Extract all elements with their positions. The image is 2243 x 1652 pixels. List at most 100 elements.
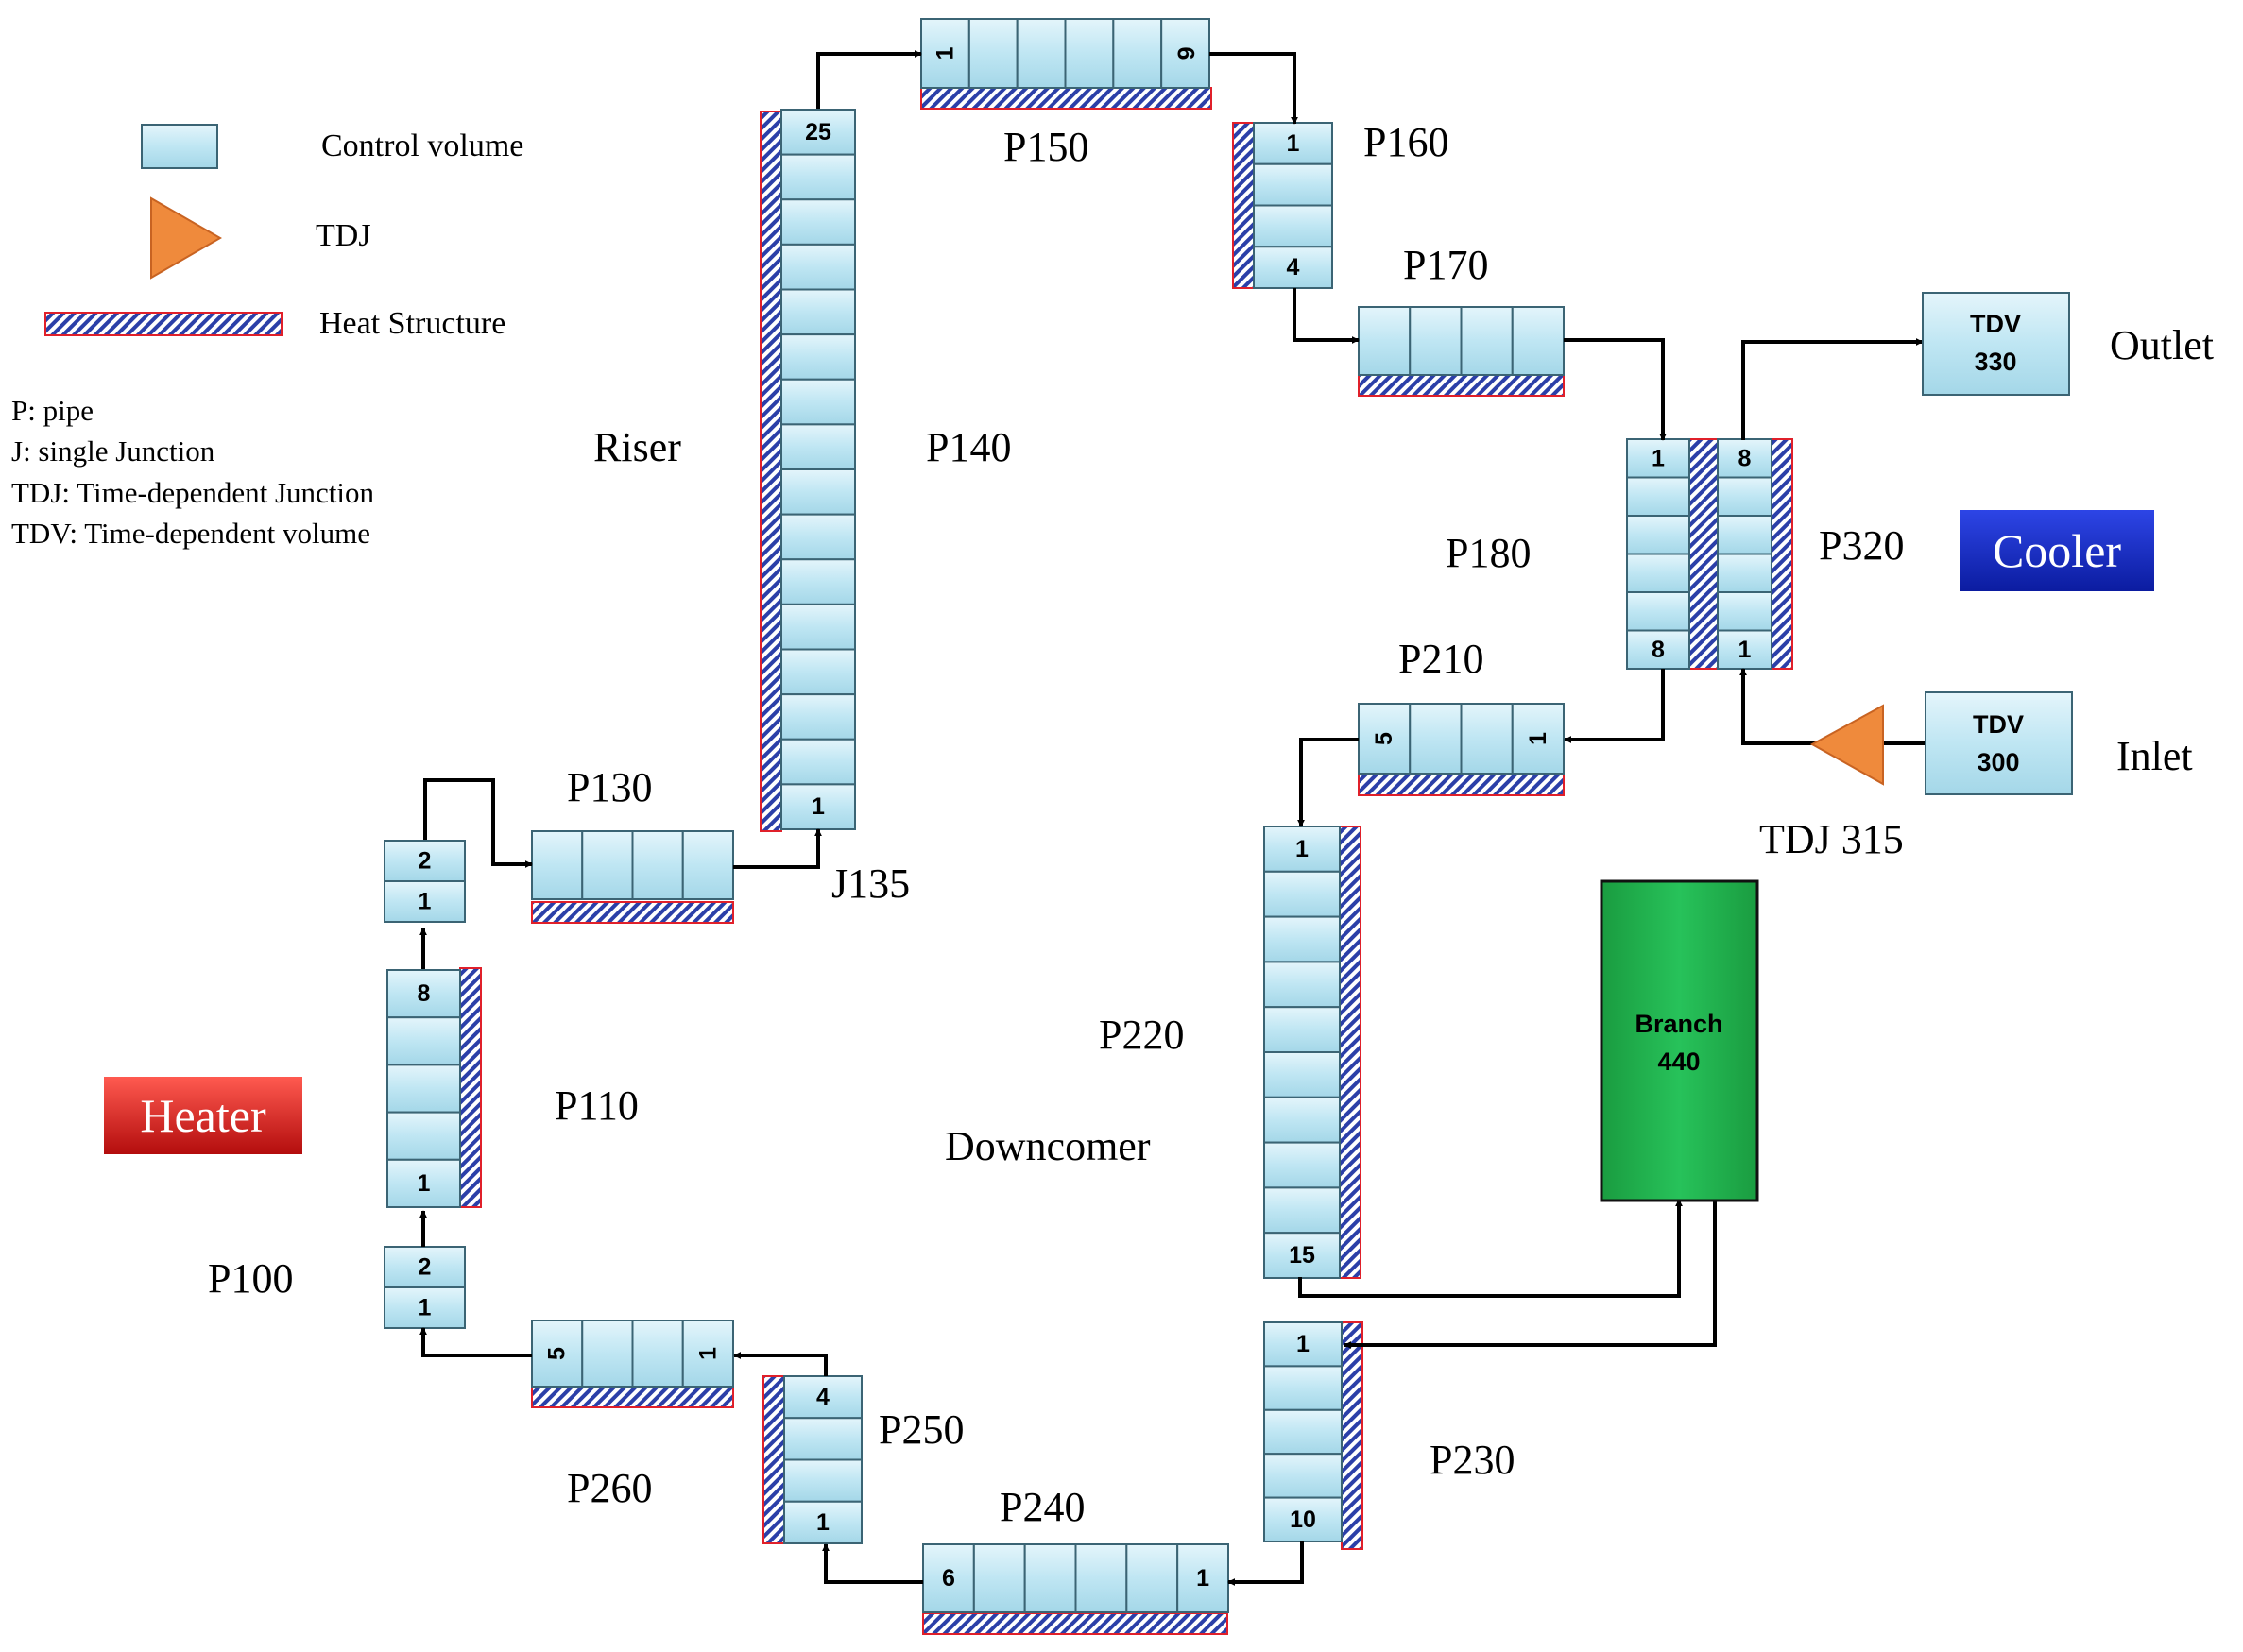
- cell-number-label: 25: [805, 119, 831, 145]
- tdj-315-icon: [1809, 704, 1884, 786]
- control-volume-cell: [681, 830, 734, 900]
- arrow-p120-to-p130: [423, 778, 533, 868]
- label-downcomer: Downcomer: [945, 1123, 1151, 1169]
- control-volume-cell: [1253, 204, 1333, 248]
- arrow-p220-to-branch: [1298, 1199, 1683, 1298]
- abbr-junction: J: single Junction: [11, 434, 215, 468]
- heat-structure-p320: [1771, 438, 1793, 670]
- control-volume-cell: [1263, 1453, 1343, 1499]
- pipe-p180: 18: [1626, 438, 1690, 670]
- control-volume-cell: [780, 693, 856, 741]
- control-volume-cell: [780, 738, 856, 786]
- tdv-300-label-2: 300: [1977, 748, 2019, 776]
- control-volume-cell: [386, 1111, 461, 1161]
- control-volume-cell: [581, 830, 634, 900]
- arrow-p210-to-p220: [1297, 738, 1359, 827]
- tdv-330: TDV 330: [1922, 292, 2070, 396]
- legend-tdj: TDJ: [316, 218, 371, 253]
- label-p180: P180: [1446, 530, 1531, 576]
- heat-structure-p240: [922, 1612, 1228, 1635]
- pipe-p320: 81: [1717, 438, 1772, 670]
- cell-number-label: 8: [418, 980, 431, 1007]
- control-volume-cell: [1263, 1408, 1343, 1456]
- cell-number-label: 1: [418, 1170, 431, 1197]
- control-volume-cell: [780, 153, 856, 201]
- control-volume-cell: [386, 1064, 461, 1114]
- arrow-p150-to-p160: [1209, 52, 1298, 125]
- tdv-330-label-1: TDV: [1970, 310, 2021, 338]
- control-volume-cell: [780, 378, 856, 426]
- control-volume-cell: [1626, 515, 1690, 555]
- label-p210: P210: [1398, 636, 1483, 682]
- cell-number-label: 15: [1289, 1242, 1315, 1269]
- heat-structure-p260: [531, 1386, 734, 1408]
- arrow-p320-to-tdv330: [1741, 338, 1924, 440]
- tdv-300: TDV 300: [1925, 691, 2073, 795]
- heater-label: Heater: [140, 1089, 266, 1142]
- control-volume-cell: [783, 1500, 863, 1544]
- label-p100: P100: [208, 1255, 293, 1302]
- cell-number-label: 8: [1738, 445, 1752, 471]
- pipe-p100: 21: [384, 1246, 466, 1329]
- label-p150: P150: [1003, 124, 1088, 170]
- pipe-p160: 14: [1253, 122, 1333, 289]
- cell-number-label: 5: [1371, 732, 1397, 745]
- control-volume-cell: [531, 1320, 584, 1388]
- cell-number-label: 1: [1296, 1331, 1310, 1357]
- control-volume-cell: [1023, 1543, 1077, 1613]
- tdv-330-label-2: 330: [1974, 348, 2016, 376]
- control-volume-cell: [1263, 915, 1341, 963]
- pipe-p170: [1358, 306, 1565, 376]
- control-volume-cell: [386, 1158, 461, 1209]
- control-volume-cell: [1263, 1006, 1341, 1053]
- control-volume-cell: [1717, 591, 1772, 632]
- control-volume-cell: [1160, 18, 1210, 89]
- cooler-tag: Cooler: [1960, 510, 2154, 591]
- cell-number-label: 6: [1173, 47, 1199, 60]
- arrow-p140-to-p150: [816, 50, 922, 109]
- label-p250: P250: [879, 1406, 964, 1453]
- label-p220: P220: [1099, 1012, 1184, 1058]
- control-volume-cell: [780, 109, 856, 156]
- control-volume-swatch: [141, 124, 218, 169]
- control-volume-cell: [384, 1286, 466, 1329]
- cell-number-label: 2: [419, 848, 432, 875]
- control-volume-cell: [1717, 515, 1772, 555]
- heat-structure-p180-p320: [1688, 438, 1719, 670]
- label-p240: P240: [1000, 1484, 1085, 1530]
- control-volume-cell: [1409, 703, 1463, 775]
- cell-number-label: 2: [419, 1254, 432, 1281]
- cell-number-label: 1: [419, 889, 432, 915]
- arrow-p250-to-p260: [733, 1352, 828, 1376]
- heat-structure-p250: [762, 1375, 785, 1544]
- cell-number-label: 1: [812, 793, 825, 820]
- label-p110: P110: [555, 1082, 639, 1129]
- pipe-p120: 21: [384, 840, 466, 923]
- control-volume-cell: [386, 1016, 461, 1066]
- cell-number-label: 4: [1287, 254, 1300, 281]
- control-volume-cell: [780, 468, 856, 516]
- heat-structure-p150: [920, 87, 1212, 110]
- control-volume-cell: [1263, 1232, 1341, 1279]
- control-volume-cell: [1511, 703, 1565, 775]
- legend-control-volume: Control volume: [321, 128, 523, 163]
- heat-structure-p210: [1358, 774, 1565, 796]
- label-riser: Riser: [593, 424, 681, 470]
- control-volume-cell: [631, 830, 684, 900]
- control-volume-cell: [783, 1458, 863, 1503]
- heat-structure-p160: [1232, 122, 1255, 289]
- control-volume-cell: [631, 1320, 684, 1388]
- label-p230: P230: [1430, 1437, 1515, 1483]
- control-volume-cell: [780, 603, 856, 651]
- control-volume-cell: [920, 18, 970, 89]
- label-outlet: Outlet: [2110, 322, 2214, 368]
- control-volume-cell: [1626, 591, 1690, 632]
- label-p160: P160: [1363, 119, 1448, 165]
- control-volume-cell: [1460, 703, 1514, 775]
- control-volume-cell: [780, 423, 856, 470]
- control-volume-cell: [780, 288, 856, 336]
